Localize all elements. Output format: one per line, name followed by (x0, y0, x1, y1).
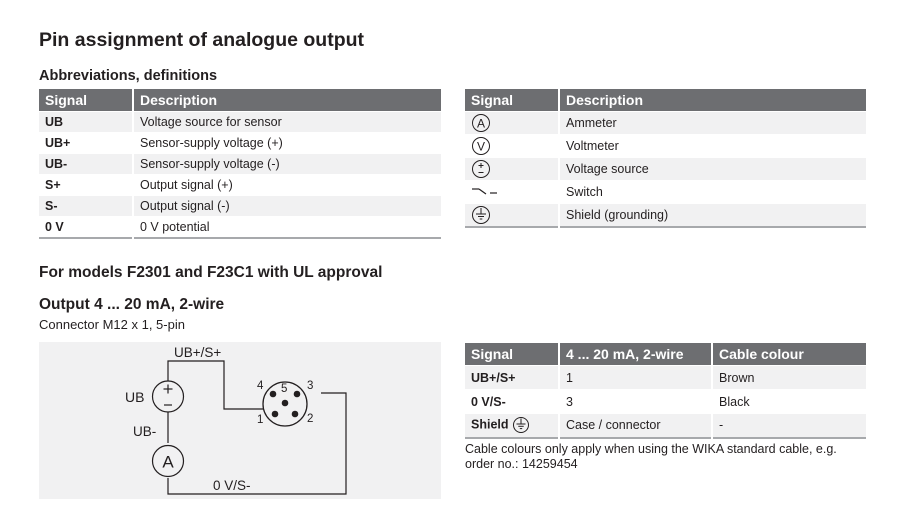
connector-pin-1 (271, 410, 279, 418)
pin-label-2: 2 (307, 413, 313, 425)
pin-label-1: 1 (257, 414, 263, 426)
wiring-diagram-drawing: UB+/S+ UB UB- 0 V/S- A 1 2 3 4 5 (125, 345, 347, 495)
connector-pin-2 (291, 410, 299, 418)
table-row: UB+/S+ 1 Brown (465, 365, 866, 390)
column-header-description: Description (132, 89, 441, 112)
table-row: Voltage source (465, 157, 866, 181)
ub-plus-s-plus-label: UB+/S+ (174, 345, 221, 360)
description-cell: Voltage source (558, 157, 866, 181)
column-header-signal: Signal (465, 343, 559, 366)
ub-minus-label: UB- (133, 424, 156, 439)
table-row: S+Output signal (+) (39, 174, 441, 196)
cable-colour-cell: Black (711, 389, 866, 414)
signal-cell (465, 157, 559, 181)
cable-colour-note: Cable colours only apply when using the … (465, 442, 837, 471)
signal-cell: S- (39, 195, 133, 217)
description-cell: Switch (558, 180, 866, 204)
description-cell: Voltmeter (558, 134, 866, 158)
signal-cell: Shield (465, 413, 559, 438)
shield-ground-icon (472, 205, 490, 224)
table-row: A Ammeter (465, 111, 866, 135)
table-row: Switch (465, 180, 866, 204)
table-row: S-Output signal (-) (39, 195, 441, 217)
description-cell: Shield (grounding) (558, 203, 866, 227)
page-title: Pin assignment of analogue output (39, 29, 365, 51)
column-header-signal: Signal (465, 89, 559, 112)
ammeter-glyph: A (162, 453, 174, 472)
shield-ground-icon (513, 417, 529, 434)
voltmeter-glyph: V (477, 140, 485, 154)
column-header-description: Description (558, 89, 866, 112)
column-header-signal: Signal (39, 89, 133, 112)
ammeter-glyph: A (477, 117, 485, 131)
ammeter-icon: A (472, 114, 490, 132)
shield-label: Shield (471, 417, 509, 432)
output-heading: Output 4 ... 20 mA, 2-wire (39, 296, 225, 313)
connector-pin-4 (269, 390, 277, 398)
abbreviations-heading: Abbreviations, definitions (39, 68, 218, 84)
signal-cell (465, 180, 559, 204)
signal-cell: A (465, 111, 559, 135)
signal-cell: 0 V (39, 216, 133, 238)
column-header-cable-colour: Cable colour (711, 343, 866, 366)
signal-cell: UB+ (39, 132, 133, 154)
signal-cell: UB (39, 111, 133, 133)
ammeter-symbol (151, 444, 185, 478)
wiring-diagram: UB+/S+ UB UB- 0 V/S- A 1 2 3 4 5 (39, 342, 441, 499)
table-row: 0 V/S- 3 Black (465, 389, 866, 414)
voltage-source-icon (472, 160, 490, 178)
pin-label-5: 5 (281, 383, 287, 395)
output-table: Signal 4 ... 20 mA, 2-wire Cable colour … (465, 343, 866, 439)
output-cell: 1 (558, 365, 712, 390)
voltmeter-icon: V (472, 137, 490, 155)
cable-colour-cell: - (711, 413, 866, 438)
symbols-table: Signal Description A Ammeter V Voltmeter (465, 89, 866, 228)
signal-cell: 0 V/S- (465, 389, 559, 414)
signal-cell: UB- (39, 153, 133, 175)
signal-cell (465, 203, 559, 227)
pin-label-3: 3 (307, 380, 313, 392)
switch-icon (472, 188, 497, 195)
zero-v-s-minus-label: 0 V/S- (213, 478, 251, 493)
description-cell: Output signal (-) (132, 195, 441, 217)
output-cell: 3 (558, 389, 712, 414)
models-heading: For models F2301 and F23C1 with UL appro… (39, 264, 383, 281)
connector-pin-5 (281, 399, 289, 407)
table-row: UB-Sensor-supply voltage (-) (39, 153, 441, 175)
pin-label-4: 4 (257, 380, 264, 392)
table-row: V Voltmeter (465, 134, 866, 158)
signal-cell: V (465, 134, 559, 158)
description-cell: Output signal (+) (132, 174, 441, 196)
signal-cell: UB+/S+ (465, 365, 559, 390)
column-header-output: 4 ... 20 mA, 2-wire (558, 343, 712, 366)
description-cell: Sensor-supply voltage (+) (132, 132, 441, 154)
connector-label: Connector M12 x 1, 5-pin (39, 317, 185, 332)
voltage-source-symbol (151, 380, 185, 413)
m12-connector-symbol (262, 381, 308, 427)
description-cell: Voltage source for sensor (132, 111, 441, 133)
description-cell: Sensor-supply voltage (-) (132, 153, 441, 175)
cable-colour-cell: Brown (711, 365, 866, 390)
connector-pin-3 (293, 390, 301, 398)
description-cell: 0 V potential (132, 216, 441, 238)
ub-label: UB (125, 389, 144, 405)
table-row: Shield Case / connector - (465, 413, 866, 438)
table-row: Shield (grounding) (465, 203, 866, 227)
output-cell: Case / connector (558, 413, 712, 438)
signal-cell: S+ (39, 174, 133, 196)
table-row: UB+Sensor-supply voltage (+) (39, 132, 441, 154)
description-cell: Ammeter (558, 111, 866, 135)
